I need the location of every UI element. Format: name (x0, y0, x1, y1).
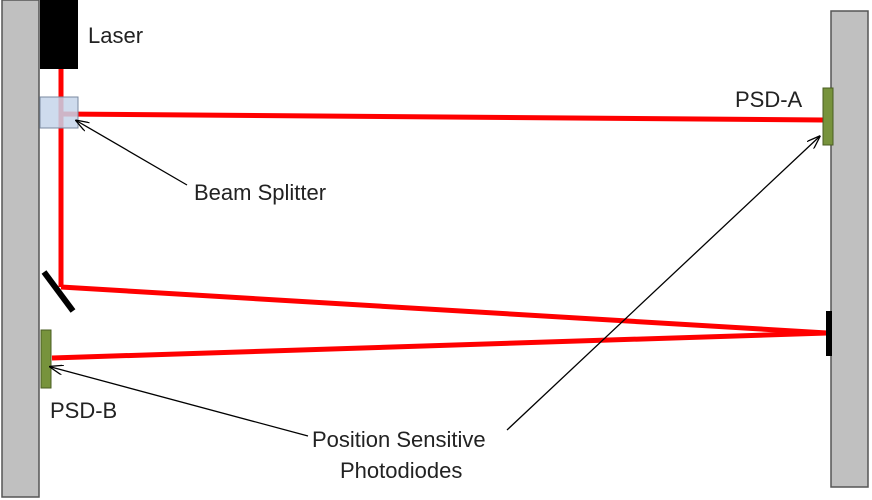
psd-a-detector (822, 87, 834, 146)
photodiodes-label: Photodiodes (340, 458, 462, 483)
laser-beams (51, 69, 828, 361)
laser-label: Laser (88, 23, 143, 48)
annotation-arrows (51, 121, 819, 437)
psd-a-arrow (506, 137, 819, 431)
right-wall (830, 10, 869, 488)
laser-source (40, 0, 78, 69)
psd-b-label: PSD-B (50, 398, 117, 423)
psd-b-detector (40, 329, 52, 389)
left-mirror (41, 270, 76, 313)
left-wall (1, 0, 40, 498)
beam-to-right-mirror (60, 284, 828, 336)
position-sensitive-label: Position Sensitive (312, 427, 486, 452)
right-mirror (826, 311, 832, 356)
psd-a-label: PSD-A (735, 87, 803, 112)
beam-to-psd-a (60, 111, 824, 123)
beam-splitter (39, 96, 79, 129)
beam-to-psd-b (51, 330, 828, 361)
beam-splitter-label: Beam Splitter (194, 180, 326, 205)
beam-splitter-arrow (77, 121, 188, 186)
psd-b-arrow (51, 367, 309, 437)
